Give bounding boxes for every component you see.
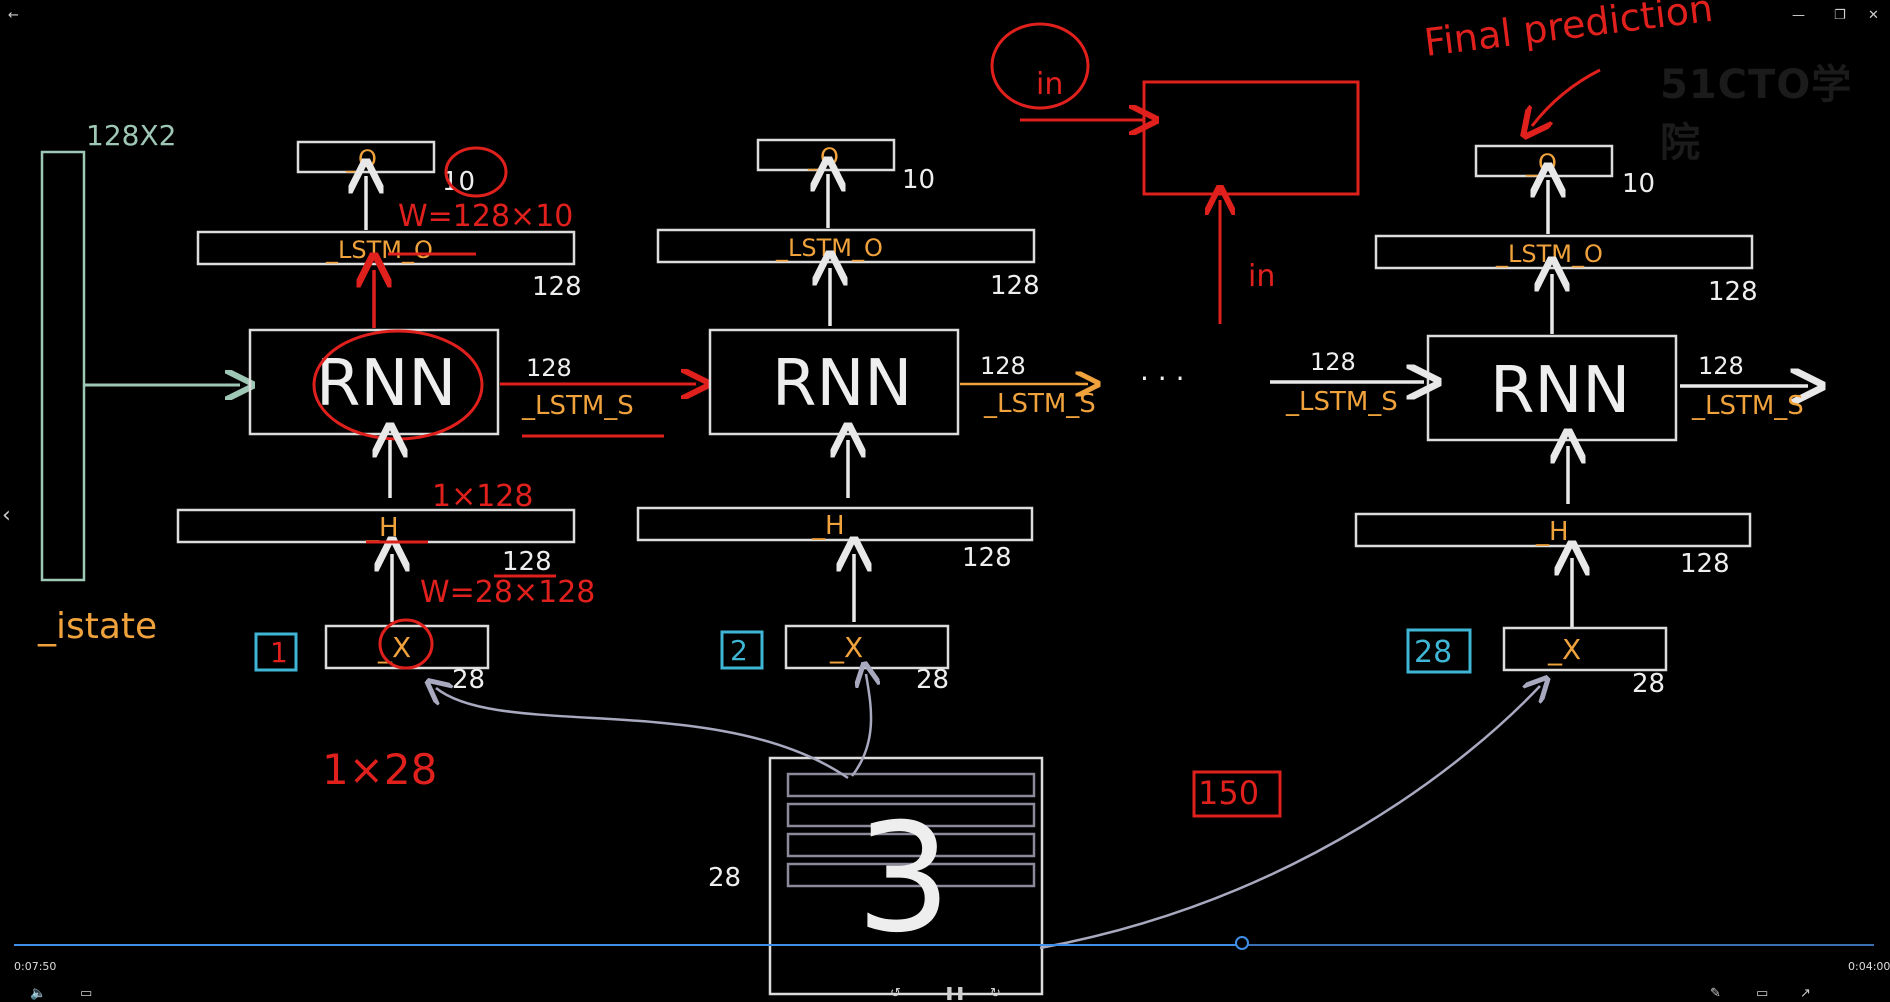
red-box-annotation (1142, 80, 1360, 196)
final-prediction-arrow (1532, 68, 1601, 126)
istate-bar (40, 150, 86, 582)
pause-icon[interactable]: ❚❚ (944, 986, 966, 1001)
progress-fill (14, 944, 1242, 946)
time-current: 0:07:50 (14, 960, 57, 973)
fullscreen-icon[interactable]: ↗ (1800, 986, 1811, 1001)
hidden-box-28 (1354, 512, 1752, 548)
step-number-28: 28 (1414, 635, 1452, 670)
input-dim-1: 28 (452, 665, 485, 695)
time-total: 0:04:00 (1848, 960, 1890, 973)
restore-icon[interactable]: ❐ (1834, 8, 1846, 23)
state-dim-27: 128 (1310, 348, 1356, 376)
x-circle-annotation (378, 618, 434, 670)
hidden-dim-2: 128 (962, 543, 1012, 573)
state-label-2: _LSTM_S (983, 389, 1096, 419)
rnn-label-28: RNN (1490, 354, 1630, 428)
lstm-o-dim-28: 128 (1708, 277, 1758, 307)
hidden-dim-1: 128 (502, 547, 552, 577)
lstm-o-label-2: _LSTM_O (775, 234, 883, 262)
state-label-28: _LSTM_S (1691, 391, 1804, 421)
input-label-2: _X (829, 631, 863, 664)
digit-glyph: 3 (856, 792, 951, 966)
edit-icon[interactable]: ✎ (1710, 986, 1721, 1001)
step-badge-2 (720, 630, 764, 670)
row-arrow-28 (1039, 686, 1540, 950)
in-top-annotation: in (1036, 67, 1063, 102)
output-label-1: _O (345, 145, 377, 173)
dim-1x128-annotation: 1×128 (432, 479, 533, 514)
lstm-o-dim-2: 128 (990, 271, 1040, 301)
row-arrow-2 (851, 674, 871, 777)
forward-icon[interactable]: ↻ (990, 986, 1001, 1001)
state-dim-2: 128 (980, 352, 1026, 380)
input-dim-28: 28 (1632, 669, 1665, 699)
row-arrow-1 (436, 688, 849, 780)
input-box-28 (1502, 626, 1668, 672)
in-circle-annotation (990, 22, 1090, 110)
input-label-28: _X (1547, 633, 1581, 666)
caption-icon[interactable]: ▭ (80, 986, 93, 1001)
rnn-label-2: RNN (772, 347, 912, 421)
input-dim-2: 28 (916, 665, 949, 695)
istate-size-label: 128X2 (86, 119, 176, 152)
output-dim-28: 10 (1622, 169, 1655, 199)
batch-note-annotation: 150 (1198, 774, 1259, 812)
back-icon[interactable]: ← (8, 8, 19, 23)
output-label-2: _O (807, 143, 839, 171)
lstm-o-label-28: _LSTM_O (1495, 240, 1603, 268)
miniplayer-icon[interactable]: ▭ (1756, 986, 1769, 1001)
progress-bar[interactable] (14, 944, 1874, 946)
step-number-2: 2 (730, 634, 748, 667)
istate-label: _istate (37, 606, 157, 647)
output-label-28: _O (1525, 149, 1557, 177)
lstm-o-label-1: _LSTM_O (325, 236, 433, 264)
ellipsis: · · · (1140, 362, 1185, 395)
dim-1x28-annotation: 1×28 (322, 745, 437, 794)
digit-side-label: 28 (708, 863, 741, 893)
lstm-o-dim-1: 128 (532, 272, 582, 302)
hidden-label-28: _H (1535, 517, 1569, 547)
state-label-27: _LSTM_S (1285, 387, 1398, 417)
state-label-1: _LSTM_S (521, 391, 634, 421)
w-in-annotation: W=28×128 (420, 575, 595, 610)
step-number-1: 1 (270, 636, 288, 669)
hidden-box-2 (636, 506, 1034, 542)
step-badge-28 (1406, 628, 1472, 674)
state-dim-28: 128 (1698, 352, 1744, 380)
watermark: 51CTO学院 (1660, 62, 1853, 166)
step-badge-1 (254, 632, 298, 672)
in-bottom-annotation: in (1248, 259, 1275, 294)
input-box-2 (784, 624, 950, 670)
hidden-label-1: _H (365, 513, 399, 543)
hidden-label-2: _H (811, 511, 845, 541)
w-out-annotation: W=128×10 (398, 199, 573, 234)
output-dim-2: 10 (902, 165, 935, 195)
ten-circle-annotation (444, 146, 508, 198)
volume-icon[interactable]: 🔈 (30, 986, 47, 1001)
state-dim-1: 128 (526, 354, 572, 382)
progress-thumb[interactable] (1234, 936, 1249, 950)
prev-nav-icon[interactable]: ‹ (2, 503, 11, 528)
digit-image (768, 756, 1044, 996)
rewind-icon[interactable]: ↺ (890, 986, 901, 1001)
minimize-icon[interactable]: — (1792, 8, 1805, 23)
close-icon[interactable]: ✕ (1868, 8, 1879, 23)
rnn-label-1: RNN (316, 347, 456, 421)
hidden-dim-28: 128 (1680, 549, 1730, 579)
